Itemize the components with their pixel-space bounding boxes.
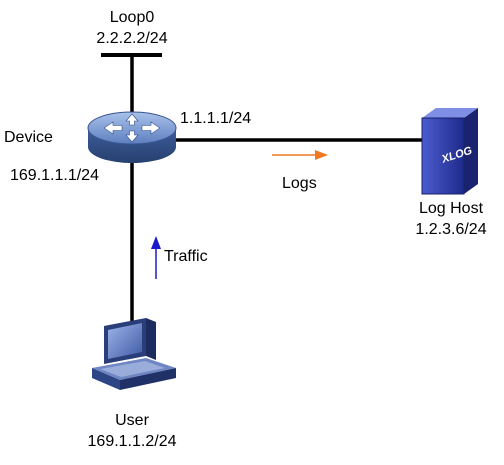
logs-label: Logs bbox=[282, 175, 317, 192]
user-address: 169.1.1.2/24 bbox=[87, 433, 177, 450]
log-host-name: Log Host bbox=[418, 200, 484, 217]
loopback-name: Loop0 bbox=[109, 9, 155, 26]
log-host-address: 1.2.3.6/24 bbox=[415, 221, 487, 238]
logs-arrow bbox=[272, 150, 328, 160]
links bbox=[101, 53, 422, 322]
router-icon bbox=[87, 111, 177, 163]
traffic-label: Traffic bbox=[164, 248, 208, 265]
device-uplink-address: 1.1.1.1/24 bbox=[180, 110, 252, 127]
device-downlink-address: 169.1.1.1/24 bbox=[10, 167, 99, 184]
server-icon: XLOG bbox=[421, 108, 478, 195]
device-name: Device bbox=[4, 129, 53, 146]
traffic-arrow bbox=[151, 236, 161, 279]
loopback-address: 2.2.2.2/24 bbox=[96, 30, 168, 47]
user-name: User bbox=[115, 412, 149, 429]
pc-icon bbox=[92, 318, 176, 390]
